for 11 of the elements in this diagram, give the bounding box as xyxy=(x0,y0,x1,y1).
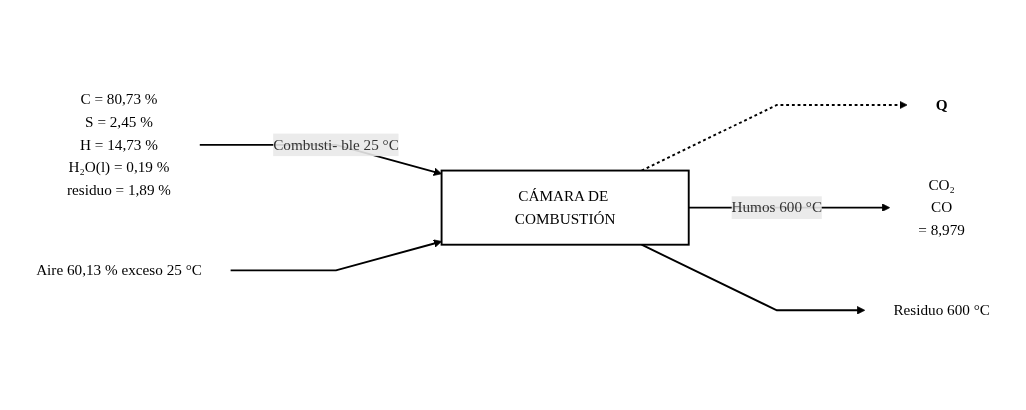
arrow xyxy=(640,101,908,172)
node-text: Aire 60,13 % exceso 25 °C xyxy=(36,262,202,279)
node-text: CO₂ CO = 8,979 xyxy=(918,176,965,239)
node-box: CÁMARA DE COMBUSTIÓN xyxy=(440,169,690,246)
node-text: C = 80,73 % S = 2,45 % H = 14,73 % H₂O(l) = 0,19 % residuo = 1,89 % xyxy=(66,90,172,199)
arrow xyxy=(640,243,866,315)
arrow xyxy=(229,239,442,272)
node-text: Residuo 600 °C xyxy=(893,301,990,319)
edge-label: Humos 600 °C xyxy=(731,199,823,216)
node-text: Q xyxy=(935,96,948,113)
edge-label: Combusti- ble 25 °C xyxy=(273,136,399,153)
